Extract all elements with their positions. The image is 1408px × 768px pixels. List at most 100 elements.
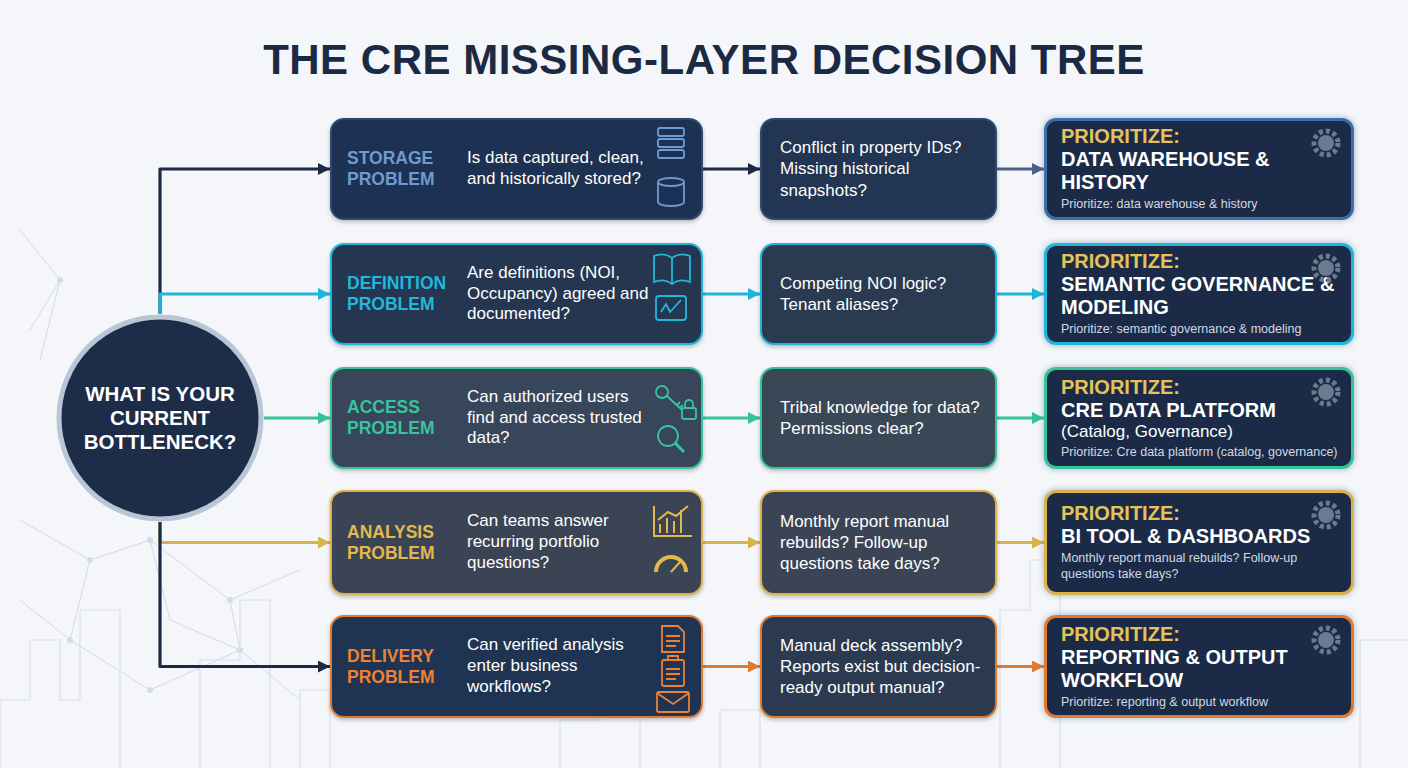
question-box: Manual deck assembly? Reports exist but … — [760, 615, 997, 718]
flow-arrow — [703, 541, 760, 544]
network-dot — [147, 537, 153, 543]
priority-label: PRIORITIZE: — [1061, 250, 1339, 273]
database-icon — [658, 178, 684, 186]
question-text: Competing NOI logic? Tenant aliases? — [780, 273, 981, 316]
problem-question: Are definitions (NOI, Occupancy) agreed … — [463, 263, 659, 325]
gear-icon — [1314, 256, 1338, 280]
priority-box: PRIORITIZE:SEMANTIC GOVERNANCE & MODELIN… — [1044, 243, 1354, 345]
envelope-icon — [657, 692, 689, 712]
network-dot — [67, 637, 73, 643]
flow-arrow — [703, 167, 760, 170]
analysis-icons — [654, 506, 692, 572]
delivery-icons — [657, 626, 689, 712]
gear-icon — [1318, 384, 1334, 400]
problem-heading: ACCESS PROBLEM — [347, 397, 455, 439]
magnifier-icon — [675, 443, 684, 452]
gear-icon — [1318, 135, 1334, 151]
flow-arrow — [997, 541, 1044, 544]
question-text: Manual deck assembly? Reports exist but … — [780, 635, 981, 699]
chart-icon — [654, 506, 692, 536]
question-box: Tribal knowledge for data? Permissions c… — [760, 367, 997, 469]
priority-label: PRIORITIZE: — [1061, 376, 1339, 399]
priority-title: CRE DATA PLATFORM — [1061, 399, 1339, 422]
problem-heading: DEFINITION PROBLEM — [347, 273, 455, 315]
lock-icon — [682, 408, 696, 419]
server-icon — [658, 139, 684, 147]
document-icon — [662, 626, 684, 652]
problem-box: ACCESS PROBLEMCan authorized users find … — [330, 367, 703, 469]
formula-icon — [661, 300, 681, 312]
flow-arrow — [160, 169, 330, 314]
flow-arrow — [264, 416, 330, 419]
server-icon — [658, 128, 684, 136]
problem-box: DEFINITION PROBLEMAre definitions (NOI, … — [330, 243, 703, 345]
gauge-icon — [656, 557, 686, 572]
problem-box: STORAGE PROBLEMIs data captured, clean, … — [330, 118, 703, 220]
problem-box: ANALYSIS PROBLEMCan teams answer recurri… — [330, 490, 703, 595]
gear-icon — [1314, 628, 1338, 652]
network-dot — [87, 557, 93, 563]
flow-arrow — [997, 416, 1044, 419]
network-line — [20, 230, 60, 360]
flow-arrow — [997, 167, 1044, 170]
magnifier-icon — [658, 426, 678, 446]
server-icon — [658, 150, 684, 158]
envelope-icon — [657, 693, 689, 704]
problem-question: Is data captured, clean, and historicall… — [463, 148, 659, 189]
question-text: Monthly report manual rebuilds? Follow-u… — [780, 511, 981, 575]
flow-arrow — [997, 665, 1044, 668]
circle-label: WHAT IS YOUR CURRENT BOTTLENECK? — [71, 382, 249, 455]
priority-label: PRIORITIZE: — [1061, 502, 1339, 525]
skyline-building — [200, 600, 330, 768]
priority-note: Prioritize: semantic governance & modeli… — [1061, 322, 1339, 338]
flow-arrow — [160, 294, 330, 314]
book-icon — [654, 254, 690, 284]
gear-icon — [1314, 380, 1338, 404]
flow-arrow — [997, 292, 1044, 295]
chart-icon — [658, 506, 688, 533]
priority-title: SEMANTIC GOVERNANCE & MODELING — [1061, 273, 1339, 319]
priority-note: Monthly report manual rebuilds? Follow-u… — [1061, 551, 1339, 582]
question-box: Competing NOI logic? Tenant aliases? — [760, 243, 997, 345]
circle-outline — [59, 317, 261, 519]
access-icons — [656, 386, 696, 452]
priority-box: PRIORITIZE:REPORTING & OUTPUT WORKFLOWPr… — [1044, 615, 1354, 718]
priority-note: Prioritize: data warehouse & history — [1061, 197, 1339, 213]
key-icon — [667, 396, 683, 410]
gear-icon — [1314, 503, 1338, 527]
flow-arrow — [160, 522, 330, 543]
storage-icons — [658, 128, 684, 206]
priority-note: Prioritize: Cre data platform (catalog, … — [1061, 445, 1339, 461]
priority-box: PRIORITIZE:DATA WAREHOUSE & HISTORYPrior… — [1044, 118, 1354, 220]
question-box: Monthly report manual rebuilds? Follow-u… — [760, 490, 997, 595]
start-circle: WHAT IS YOUR CURRENT BOTTLENECK? — [55, 313, 265, 523]
priority-box: PRIORITIZE:CRE DATA PLATFORM(Catalog, Go… — [1044, 367, 1354, 469]
diagram-title: THE CRE MISSING-LAYER DECISION TREE — [0, 36, 1408, 84]
priority-note: Prioritize: reporting & output workflow — [1061, 695, 1339, 711]
priority-label: PRIORITIZE: — [1061, 623, 1339, 646]
problem-box: DELIVERY PROBLEMCan verified analysis en… — [330, 615, 703, 718]
definition-icons — [654, 254, 690, 320]
problem-heading: ANALYSIS PROBLEM — [347, 522, 455, 564]
question-text: Tribal knowledge for data? Permissions c… — [780, 397, 981, 440]
problem-heading: STORAGE PROBLEM — [347, 148, 455, 190]
gauge-icon — [671, 562, 680, 572]
problem-question: Can authorized users find and access tru… — [463, 387, 659, 449]
network-dot — [147, 687, 153, 693]
clipboard-icon — [666, 656, 680, 679]
skyline-building — [0, 610, 120, 768]
gear-icon — [1314, 131, 1338, 155]
flow-arrow — [703, 292, 760, 295]
priority-title: (Catalog, Governance) — [1061, 422, 1339, 442]
gear-icon — [1318, 260, 1334, 276]
priority-title: BI TOOL & DASHBOARDS — [1061, 525, 1339, 548]
flow-arrow — [703, 416, 760, 419]
priority-box: PRIORITIZE:BI TOOL & DASHBOARDS Monthly r… — [1044, 490, 1354, 595]
key-icon — [656, 386, 668, 398]
gear-icons — [1314, 131, 1338, 652]
problem-question: Can teams answer recurring portfolio que… — [463, 511, 659, 573]
gear-icon — [1318, 507, 1334, 523]
